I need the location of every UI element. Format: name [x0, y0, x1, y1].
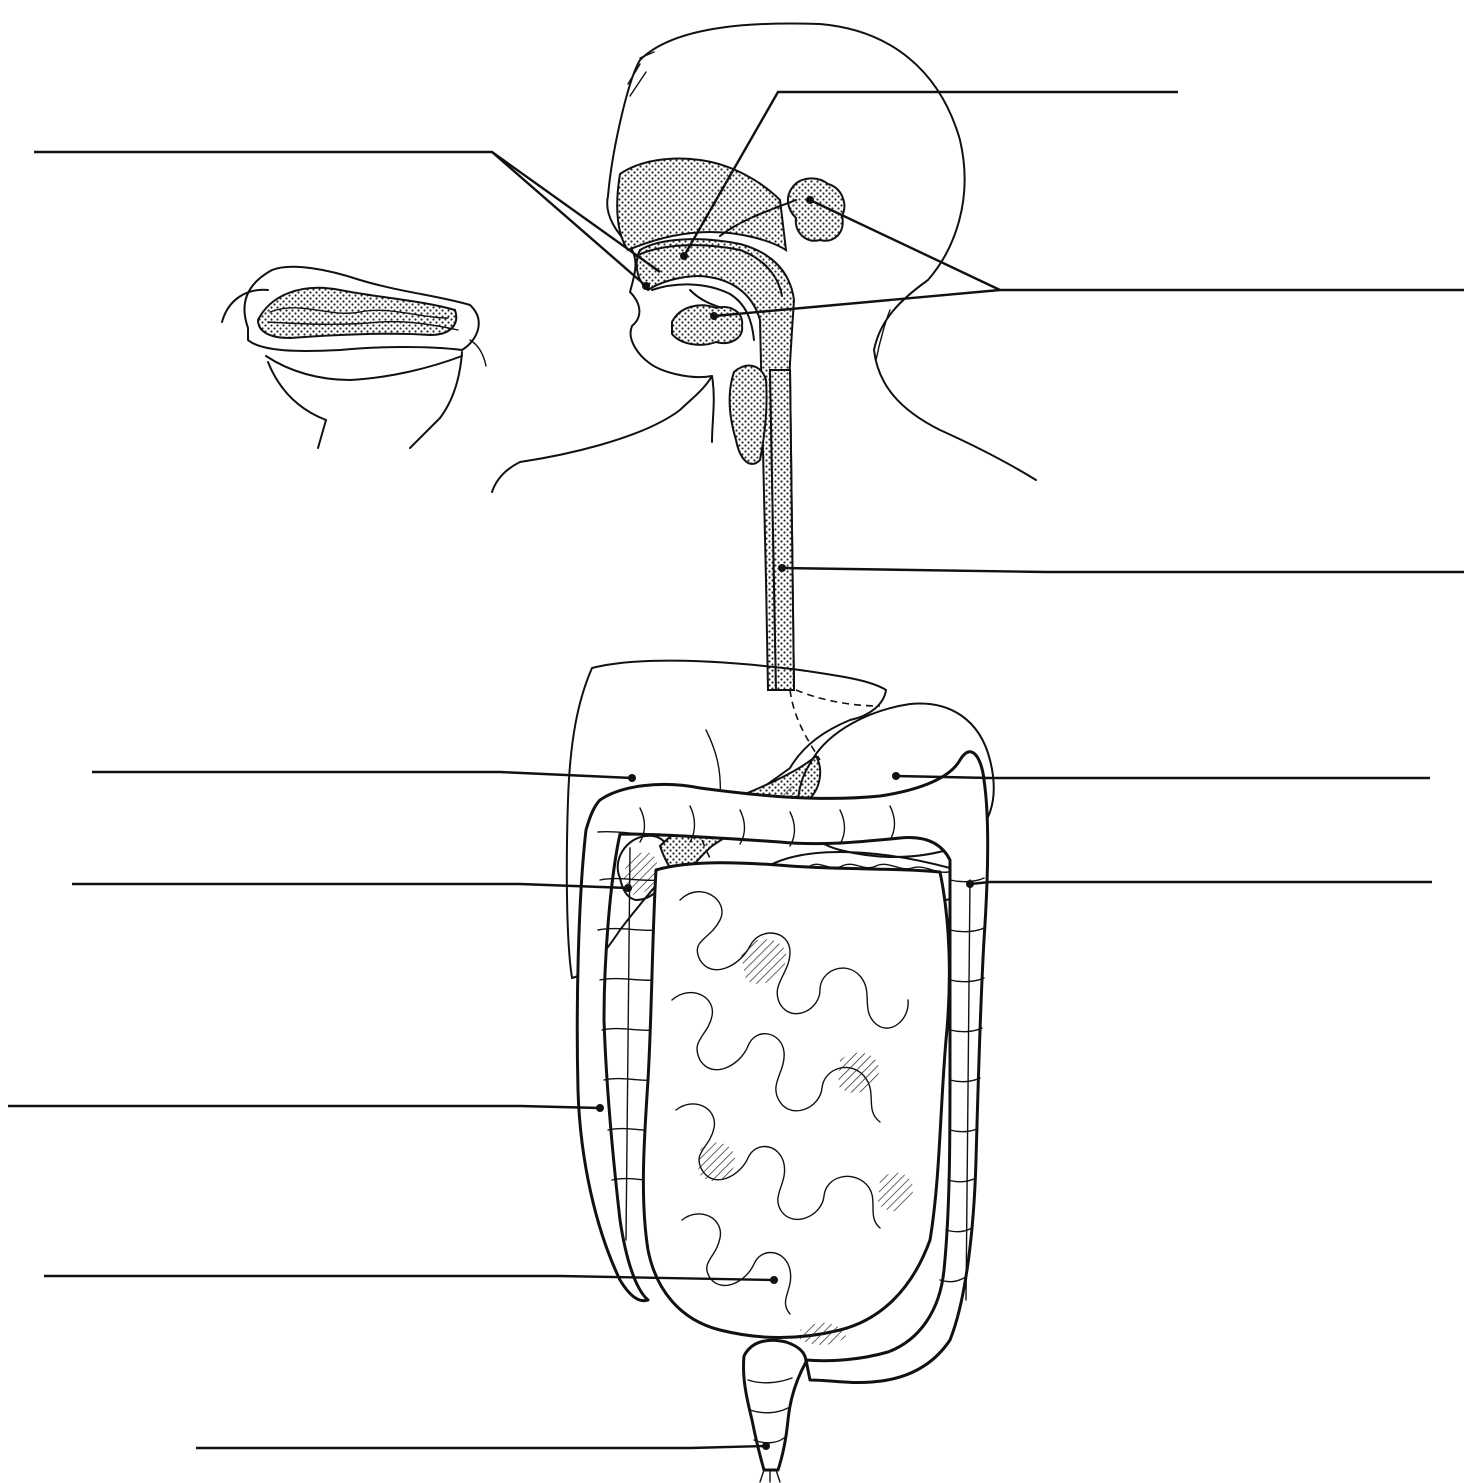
oral-nasal-cavity: [617, 159, 794, 690]
label-point-small-intestine: [770, 1276, 778, 1284]
pizza-in-hand-illustration: [222, 267, 486, 448]
label-point-large-intestine: [596, 1104, 604, 1112]
label-point-liver: [628, 774, 636, 782]
leader-line-pancreas: [970, 882, 1432, 884]
leader-line-liver: [92, 772, 632, 778]
label-point-stomach: [892, 772, 900, 780]
label-point-tongue: [680, 252, 688, 260]
leader-line-large-intestine: [8, 1106, 600, 1108]
label-point-esophagus: [778, 564, 786, 572]
label-point-pancreas: [966, 880, 974, 888]
leader-line-rectum: [196, 1446, 766, 1448]
label-point-mouth: [642, 282, 650, 290]
label-point-salivary-gland-lower: [710, 312, 718, 320]
rectum: [743, 1340, 806, 1482]
leader-line-esophagus: [782, 568, 1464, 572]
leader-line-salivary-glands: [810, 200, 1464, 290]
small-intestine: [643, 863, 949, 1345]
label-point-rectum: [762, 1442, 770, 1450]
label-point-salivary-gland-upper: [806, 196, 814, 204]
label-point-gallbladder: [624, 884, 632, 892]
leader-line-gallbladder: [72, 884, 628, 888]
leader-line-mouth: [34, 152, 646, 286]
